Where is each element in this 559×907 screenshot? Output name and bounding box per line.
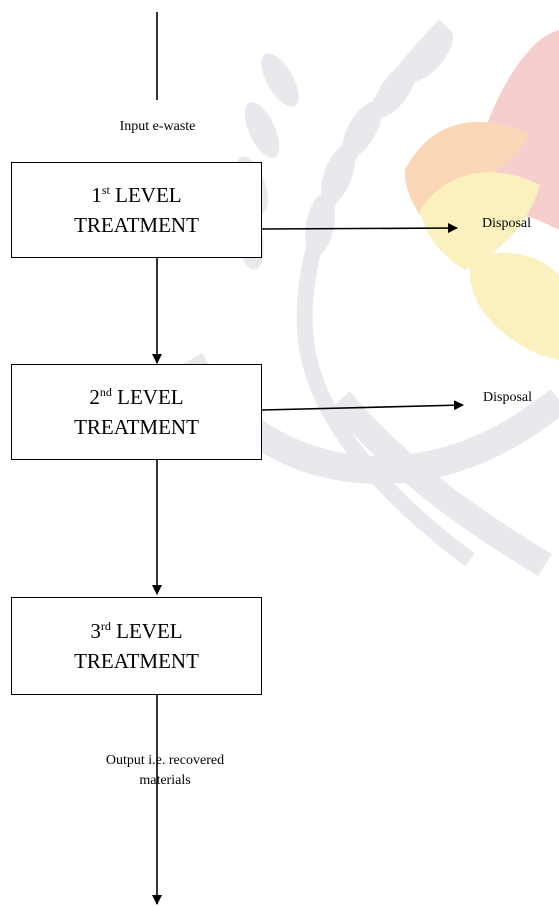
disposal-label-1: Disposal bbox=[482, 216, 531, 231]
watermark-leaf bbox=[406, 28, 454, 82]
watermark-leaf bbox=[244, 102, 280, 158]
level-2-line1: 2nd LEVEL bbox=[89, 385, 184, 409]
arrow-disposal-1 bbox=[261, 223, 458, 234]
watermark-leaf bbox=[305, 193, 335, 257]
level-3-box: 3rd LEVEL TREATMENT bbox=[11, 597, 262, 695]
level-3-line1: 3rd LEVEL bbox=[90, 619, 183, 643]
level-1-box: 1st LEVEL TREATMENT bbox=[11, 162, 262, 258]
watermark-leaf bbox=[341, 101, 383, 159]
connectors bbox=[152, 12, 464, 905]
level-1-line1: 1st LEVEL bbox=[91, 183, 182, 207]
watermark-petal-yellow-left bbox=[420, 172, 540, 270]
arrow-disposal-2 bbox=[261, 400, 464, 411]
output-label: Output i.e. recovered materials bbox=[70, 751, 260, 791]
output-label-line1: Output i.e. recovered bbox=[105, 753, 225, 768]
watermark-lower-stroke bbox=[330, 391, 552, 577]
level-2-line2: TREATMENT bbox=[74, 415, 199, 439]
level-2-box: 2nd LEVEL TREATMENT bbox=[11, 364, 262, 460]
level-3-line2: TREATMENT bbox=[74, 649, 199, 673]
level-1-line2: TREATMENT bbox=[74, 213, 199, 237]
watermark-leaf bbox=[320, 144, 356, 206]
disposal-label-2: Disposal bbox=[483, 390, 532, 405]
watermark-petal-yellow-bottom bbox=[469, 252, 559, 360]
output-label-line2: materials bbox=[139, 773, 191, 788]
watermark-leaf bbox=[261, 53, 299, 107]
watermark-leaf bbox=[373, 62, 417, 118]
input-label: Input e-waste bbox=[119, 119, 196, 134]
watermark-logo bbox=[177, 19, 559, 577]
